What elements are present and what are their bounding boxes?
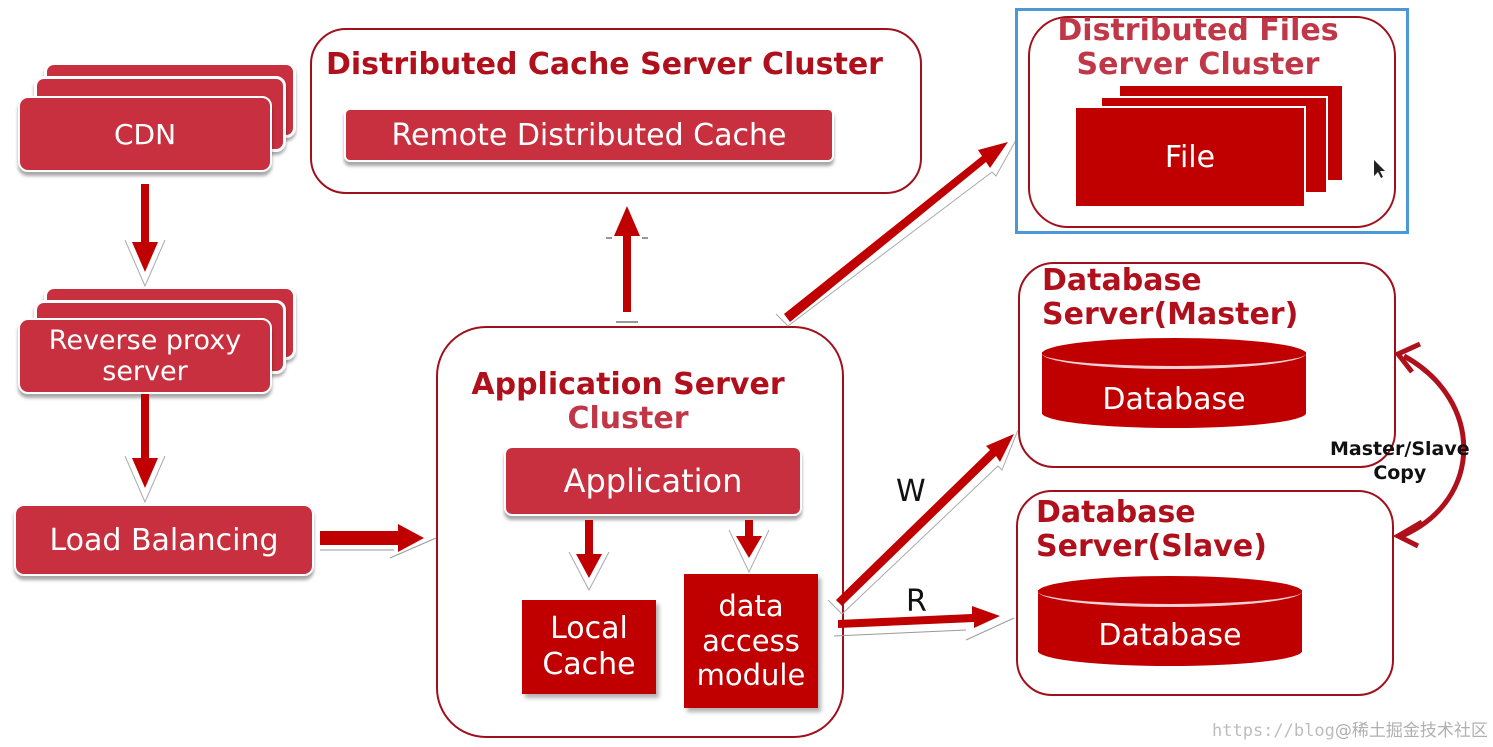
db-slave-title: Database Server(Slave) [1036, 496, 1267, 563]
cache-cluster-title: Distributed Cache Server Cluster [326, 47, 883, 82]
application-server-cluster[interactable]: Application Server Cluster Application L… [436, 326, 844, 738]
cdn-node[interactable]: CDN [18, 96, 272, 172]
reverse-proxy-label-line2: server [102, 356, 188, 387]
app-cluster-title-line2: Cluster [567, 400, 689, 436]
app-cluster-title-line1: Application Server [471, 367, 785, 402]
db-master-cylinder[interactable]: Database [1042, 338, 1306, 428]
application-node[interactable]: Application [504, 446, 802, 516]
watermark-url: https://blog [1212, 721, 1335, 741]
arrow-proxy-to-lb [132, 394, 158, 488]
copy-label-line2: Copy [1373, 461, 1427, 484]
watermark-community: @稀土掘金技术社区 [1334, 721, 1488, 741]
db-master-cylinder-top [1042, 338, 1306, 369]
application-label: Application [563, 462, 743, 500]
arrow-app-to-cache-outline [606, 237, 648, 323]
files-cluster-title-line2: Server Cluster [1076, 46, 1320, 82]
files-cluster-title: Distributed Files Server Cluster [1048, 14, 1348, 81]
files-cluster-title-line1: Distributed Files [1057, 13, 1339, 48]
local-cache-node[interactable]: Local Cache [522, 600, 656, 694]
local-cache-label-line2: Cache [542, 647, 636, 682]
db-master-title-line2: Server(Master) [1042, 296, 1299, 332]
reverse-proxy-label-line1: Reverse proxy [48, 324, 242, 356]
data-access-module-node[interactable]: data access module [684, 574, 818, 708]
arrow-write-to-master [836, 434, 1014, 606]
arrow-lb-to-app [320, 524, 424, 552]
db-master-title: Database Server(Master) [1042, 264, 1298, 331]
db-master-cluster[interactable]: Database Server(Master) Database [1018, 262, 1396, 468]
load-balancing-node[interactable]: Load Balancing [14, 504, 314, 576]
arrow-cdn-to-proxy-outline [124, 239, 166, 288]
db-slave-title-line1: Database [1036, 495, 1196, 530]
db-master-label: Database [1102, 382, 1246, 417]
db-master-title-line1: Database [1042, 263, 1202, 298]
arrow-cdn-to-proxy [132, 184, 158, 272]
load-balancing-label: Load Balancing [49, 522, 279, 558]
distributed-files-cluster[interactable]: File Distributed Files Server Cluster [1028, 14, 1396, 228]
master-slave-copy-label: Master/Slave Copy [1330, 438, 1470, 486]
local-cache-label-line1: Local [550, 611, 628, 646]
remote-distributed-cache-node[interactable]: Remote Distributed Cache [344, 108, 834, 162]
selection-highlight [1015, 8, 1409, 234]
db-slave-label: Database [1098, 618, 1242, 653]
cdn-label: CDN [113, 117, 177, 151]
remote-distributed-cache-label: Remote Distributed Cache [391, 117, 787, 153]
arrow-master-slave-copy-head-top [1394, 341, 1422, 374]
app-cluster-title: Application Server Cluster [468, 368, 788, 435]
arrow-app-to-cache [614, 206, 640, 312]
reverse-proxy-node[interactable]: Reverse proxy server [18, 318, 272, 394]
file-label: File [1164, 139, 1216, 175]
db-slave-title-line2: Server(Slave) [1036, 528, 1267, 564]
db-slave-cylinder[interactable]: Database [1038, 576, 1302, 666]
arrow-lb-to-app-outline [320, 537, 437, 559]
dam-label-line3: module [696, 658, 806, 693]
arrow-master-slave-copy-head-bottom [1392, 519, 1424, 549]
dam-label-line1: data [718, 588, 784, 623]
db-slave-cluster[interactable]: Database Server(Slave) Database [1016, 490, 1394, 696]
db-slave-cylinder-top [1038, 576, 1302, 607]
distributed-cache-cluster[interactable]: Distributed Cache Server Cluster Remote … [310, 28, 922, 194]
write-edge-label: W [896, 474, 926, 509]
read-edge-label: R [906, 584, 927, 619]
arrow-proxy-to-lb-outline [124, 455, 166, 504]
dam-label-line2: access [702, 623, 800, 658]
file-node[interactable]: File [1074, 106, 1306, 208]
watermark: https://blog@稀土掘金技术社区 [1212, 716, 1488, 741]
arrow-read-to-slave-outline [833, 617, 1015, 641]
copy-label-line1: Master/Slave [1330, 438, 1470, 460]
